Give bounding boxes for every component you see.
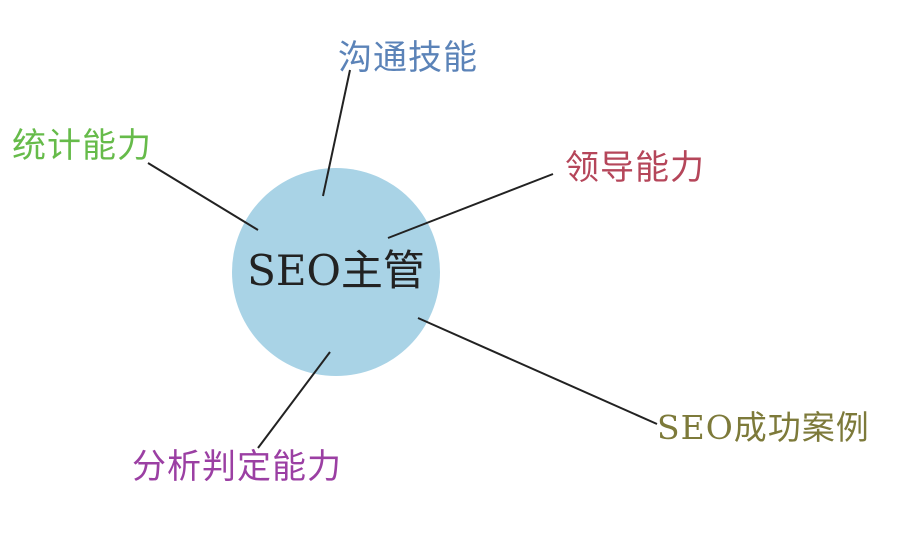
branch-label-success-cases: SEO成功案例 [657, 408, 870, 447]
center-node-label: SEO主管 [247, 246, 425, 295]
connector-leadership [387, 173, 554, 239]
connector-statistics [147, 162, 259, 231]
branch-label-communication: 沟通技能 [338, 38, 478, 78]
connector-communication [322, 69, 351, 197]
branch-label-analysis: 分析判定能力 [132, 447, 342, 487]
branch-label-leadership: 领导能力 [565, 148, 705, 188]
branch-label-statistics: 统计能力 [12, 126, 152, 166]
connector-analysis [257, 351, 331, 449]
center-node-circle [232, 168, 440, 376]
connector-success-cases [417, 317, 658, 425]
